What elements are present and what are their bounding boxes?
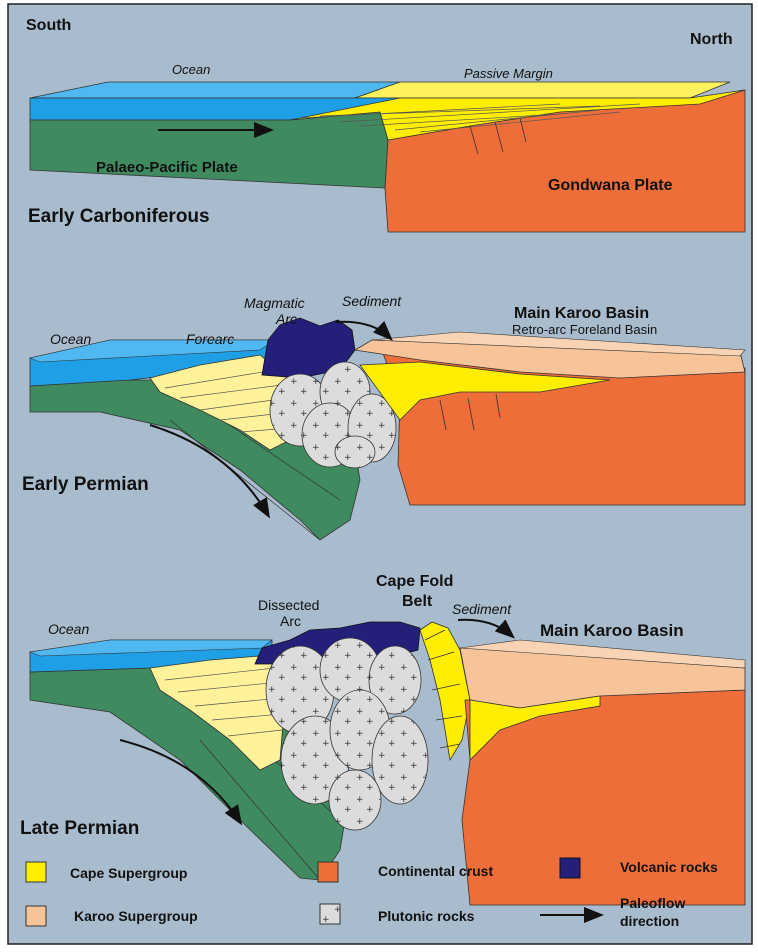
legend-swatch-continental	[318, 862, 338, 882]
legend-swatch-cape	[26, 862, 46, 882]
forearc-label: Forearc	[186, 331, 234, 347]
legend-swatch-karoo	[26, 906, 46, 926]
main-karoo-basin-label-3: Main Karoo Basin	[540, 621, 684, 640]
legend-swatch-volcanic	[560, 858, 580, 878]
main-karoo-basin-label-2: Main Karoo Basin	[514, 305, 649, 322]
magmatic-arc-label-line1: Magmatic	[244, 295, 305, 311]
panel-title-late-permian: Late Permian	[20, 818, 139, 839]
palaeo-pacific-plate-label: Palaeo-Pacific Plate	[96, 159, 238, 176]
cape-fold-belt-label-line1: Cape Fold	[376, 573, 453, 590]
sediment-label-2: Sediment	[342, 293, 402, 309]
panel-title-early-carboniferous: Early Carboniferous	[28, 206, 210, 227]
legend-label-cape: Cape Supergroup	[70, 865, 187, 881]
ocean-label-2: Ocean	[50, 331, 91, 347]
cape-fold-belt-label-line2: Belt	[402, 593, 433, 610]
retro-arc-label: Retro-arc Foreland Basin	[512, 322, 657, 337]
panel-early-carboniferous: Ocean Passive Margin Palaeo-Pacific Plat…	[28, 62, 745, 232]
south-label: South	[26, 17, 71, 34]
sediment-label-3: Sediment	[452, 601, 512, 617]
ocean-label-1: Ocean	[172, 62, 210, 77]
legend-label-continental: Continental crust	[378, 863, 493, 879]
legend-label-paleoflow-line1: Paleoflow	[620, 895, 685, 911]
north-label: North	[690, 31, 733, 48]
dissected-arc-label-line1: Dissected	[258, 597, 319, 613]
gondwana-plate-label: Gondwana Plate	[548, 177, 673, 194]
passive-margin-top	[355, 82, 730, 98]
dissected-arc-label-line2: Arc	[280, 613, 301, 629]
passive-margin-label: Passive Margin	[464, 66, 553, 81]
legend-label-plutonic: Plutonic rocks	[378, 908, 475, 924]
ocean-label-3: Ocean	[48, 621, 89, 637]
legend-label-karoo: Karoo Supergroup	[74, 908, 198, 924]
legend-label-volcanic: Volcanic rocks	[620, 859, 718, 875]
legend-swatch-plutonic	[320, 904, 340, 924]
panel-title-early-permian: Early Permian	[22, 474, 149, 495]
legend-label-paleoflow-line2: direction	[620, 913, 679, 929]
magmatic-arc-label-line2: Arc	[275, 311, 297, 327]
